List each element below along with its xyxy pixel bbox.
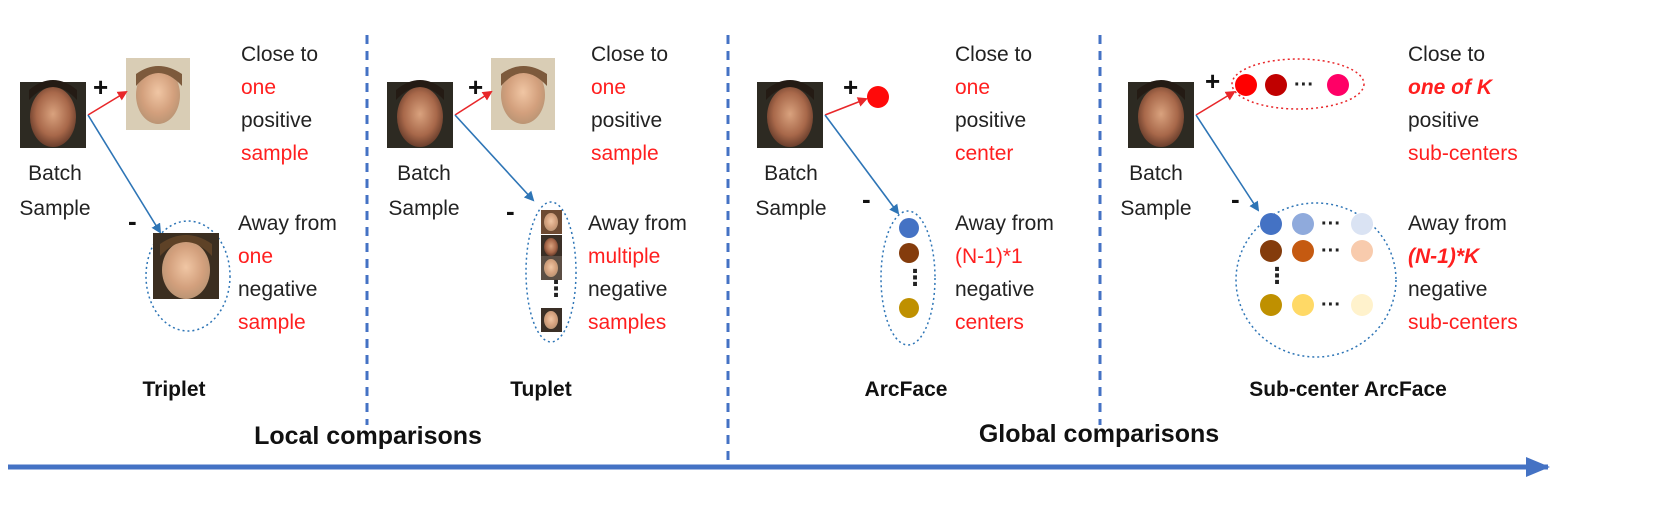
- negative-description: Away from multiple negative samples: [588, 212, 687, 334]
- negative-subcenter-dot: [1260, 240, 1282, 262]
- negative-description: Away from (N-1)*K negative sub-centers: [1408, 212, 1518, 334]
- negative-center-dot: [899, 218, 919, 238]
- batch-face-subcenter: [1128, 80, 1194, 148]
- plus-sign: +: [843, 72, 859, 102]
- negative-subcenter-dot: [1292, 213, 1314, 235]
- plus-sign: +: [93, 72, 109, 102]
- positive-arrow-triplet: [87, 90, 128, 116]
- negative-subcenter-dot: [1260, 294, 1282, 316]
- positive-face-tuplet: [491, 58, 555, 130]
- negative-thumbnails-tuplet: [541, 210, 562, 332]
- negative-arrow-triplet: [87, 114, 162, 234]
- negative-ellipse-triplet: [145, 220, 231, 332]
- positive-subcenter-dot: [1235, 74, 1257, 96]
- positive-face-triplet: [126, 58, 190, 130]
- negative-description: Away from one negative sample: [238, 212, 337, 334]
- negative-ellipse-subcenter: [1235, 202, 1397, 358]
- ellipsis-dots: ⋮: [904, 265, 926, 290]
- batch-face-triplet: [20, 80, 86, 148]
- plus-sign: +: [1205, 66, 1221, 96]
- positive-description: Close to one positive sample: [241, 43, 319, 165]
- group-label-global: Global comparisons: [978, 420, 1220, 448]
- positive-arrow-tuplet: [454, 90, 493, 116]
- minus-sign: -: [1231, 184, 1240, 214]
- negative-subcenter-dot: [1351, 294, 1373, 316]
- ellipsis-dots: ···: [1321, 240, 1341, 262]
- negative-subcenter-dot: [1292, 294, 1314, 316]
- positive-ellipse-subcenter: [1231, 58, 1365, 110]
- negative-center-dot: [899, 243, 919, 263]
- ellipsis-dots: ⋮: [545, 276, 567, 301]
- panel-label-tuplet: Tuplet: [510, 378, 572, 401]
- ellipsis-dots: ⋮: [1266, 263, 1288, 288]
- minus-sign: -: [128, 206, 137, 236]
- ellipsis-dots: ···: [1294, 74, 1314, 96]
- ellipsis-dots: ···: [1321, 294, 1341, 316]
- negative-ellipse-tuplet: [525, 201, 577, 343]
- batch-face-arcface: [757, 80, 823, 148]
- plus-sign: +: [468, 72, 484, 102]
- positive-arrow-arcface: [824, 97, 868, 116]
- negative-ellipse-arcface: [880, 210, 936, 346]
- negative-arrow-arcface: [824, 114, 900, 215]
- negative-description: Away from (N-1)*1 negative centers: [955, 212, 1054, 334]
- group-label-local: Local comparisons: [254, 422, 482, 450]
- positive-subcenter-dot: [1327, 74, 1349, 96]
- minus-sign: -: [862, 184, 871, 214]
- batch-face-tuplet: [387, 80, 453, 148]
- negative-subcenter-dot: [1260, 213, 1282, 235]
- negative-face-triplet: [153, 233, 219, 299]
- positive-description: Close to one of K positive sub-centers: [1408, 43, 1518, 165]
- negative-subcenter-dot: [1351, 240, 1373, 262]
- minus-sign: -: [506, 196, 515, 226]
- positive-description: Close to one positive center: [955, 43, 1033, 165]
- positive-description: Close to one positive sample: [591, 43, 669, 165]
- panel-label-subcenter-arcface: Sub-center ArcFace: [1249, 378, 1447, 401]
- negative-arrow-subcenter: [1195, 114, 1260, 212]
- negative-arrow-tuplet: [454, 114, 535, 202]
- negative-center-dot: [899, 298, 919, 318]
- positive-center-dot: [867, 86, 889, 108]
- negative-subcenter-dot: [1351, 213, 1373, 235]
- positive-arrow-subcenter: [1195, 90, 1236, 116]
- negative-subcenter-dot: [1292, 240, 1314, 262]
- panel-label-triplet: Triplet: [142, 378, 206, 401]
- panel-label-arcface: ArcFace: [864, 378, 948, 401]
- ellipsis-dots: ···: [1321, 213, 1341, 235]
- positive-subcenter-dot: [1265, 74, 1287, 96]
